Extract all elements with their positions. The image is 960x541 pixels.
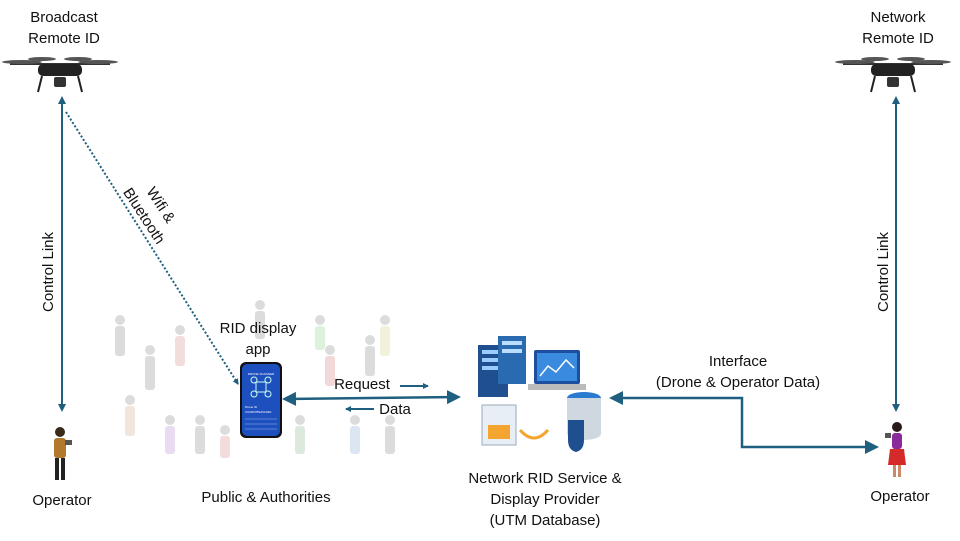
right-operator-label: Operator [870, 488, 929, 505]
broadcast-title-line2: Remote ID [28, 30, 100, 47]
request-label: Request [334, 376, 391, 393]
phone-header: DRONE SCANNER [248, 372, 275, 376]
broadcast-drone-icon [2, 57, 118, 93]
provider-label-line1: Network RID Service & [468, 470, 621, 487]
provider-label-line3: (UTM Database) [490, 512, 601, 529]
public-authorities-label: Public & Authorities [201, 489, 330, 506]
left-control-link-label: Control Link [40, 231, 57, 312]
rid-display-phone: DRONE SCANNER Drone ID CCD0578SA5C2EF [240, 362, 282, 438]
phone-provider-arrow [282, 390, 461, 406]
network-title-line2: Remote ID [862, 30, 934, 47]
provider-label-line2: Display Provider [490, 491, 599, 508]
data-label: Data [379, 401, 411, 418]
app-label-line1: RID display [220, 320, 297, 337]
right-control-link-label: Control Link [875, 231, 892, 312]
server-database-icon [478, 336, 601, 452]
crowd-illustration [115, 300, 395, 458]
app-label-line2: app [245, 341, 270, 358]
interface-arrow [609, 391, 879, 454]
left-operator-label: Operator [32, 492, 91, 509]
network-title-line1: Network [870, 9, 926, 26]
wifi-bluetooth-link [65, 111, 239, 385]
phone-drone-id: CCD0578SA5C2EF [245, 410, 272, 414]
interface-label-line2: (Drone & Operator Data) [656, 374, 820, 391]
interface-label-line1: Interface [709, 353, 767, 370]
right-operator-icon [885, 422, 906, 477]
phone-drone-id-label: Drone ID [245, 405, 258, 409]
broadcast-title-line1: Broadcast [30, 9, 98, 26]
drone-scanner-icon [250, 376, 272, 398]
network-drone-icon [835, 57, 951, 93]
left-operator-icon [54, 427, 72, 480]
